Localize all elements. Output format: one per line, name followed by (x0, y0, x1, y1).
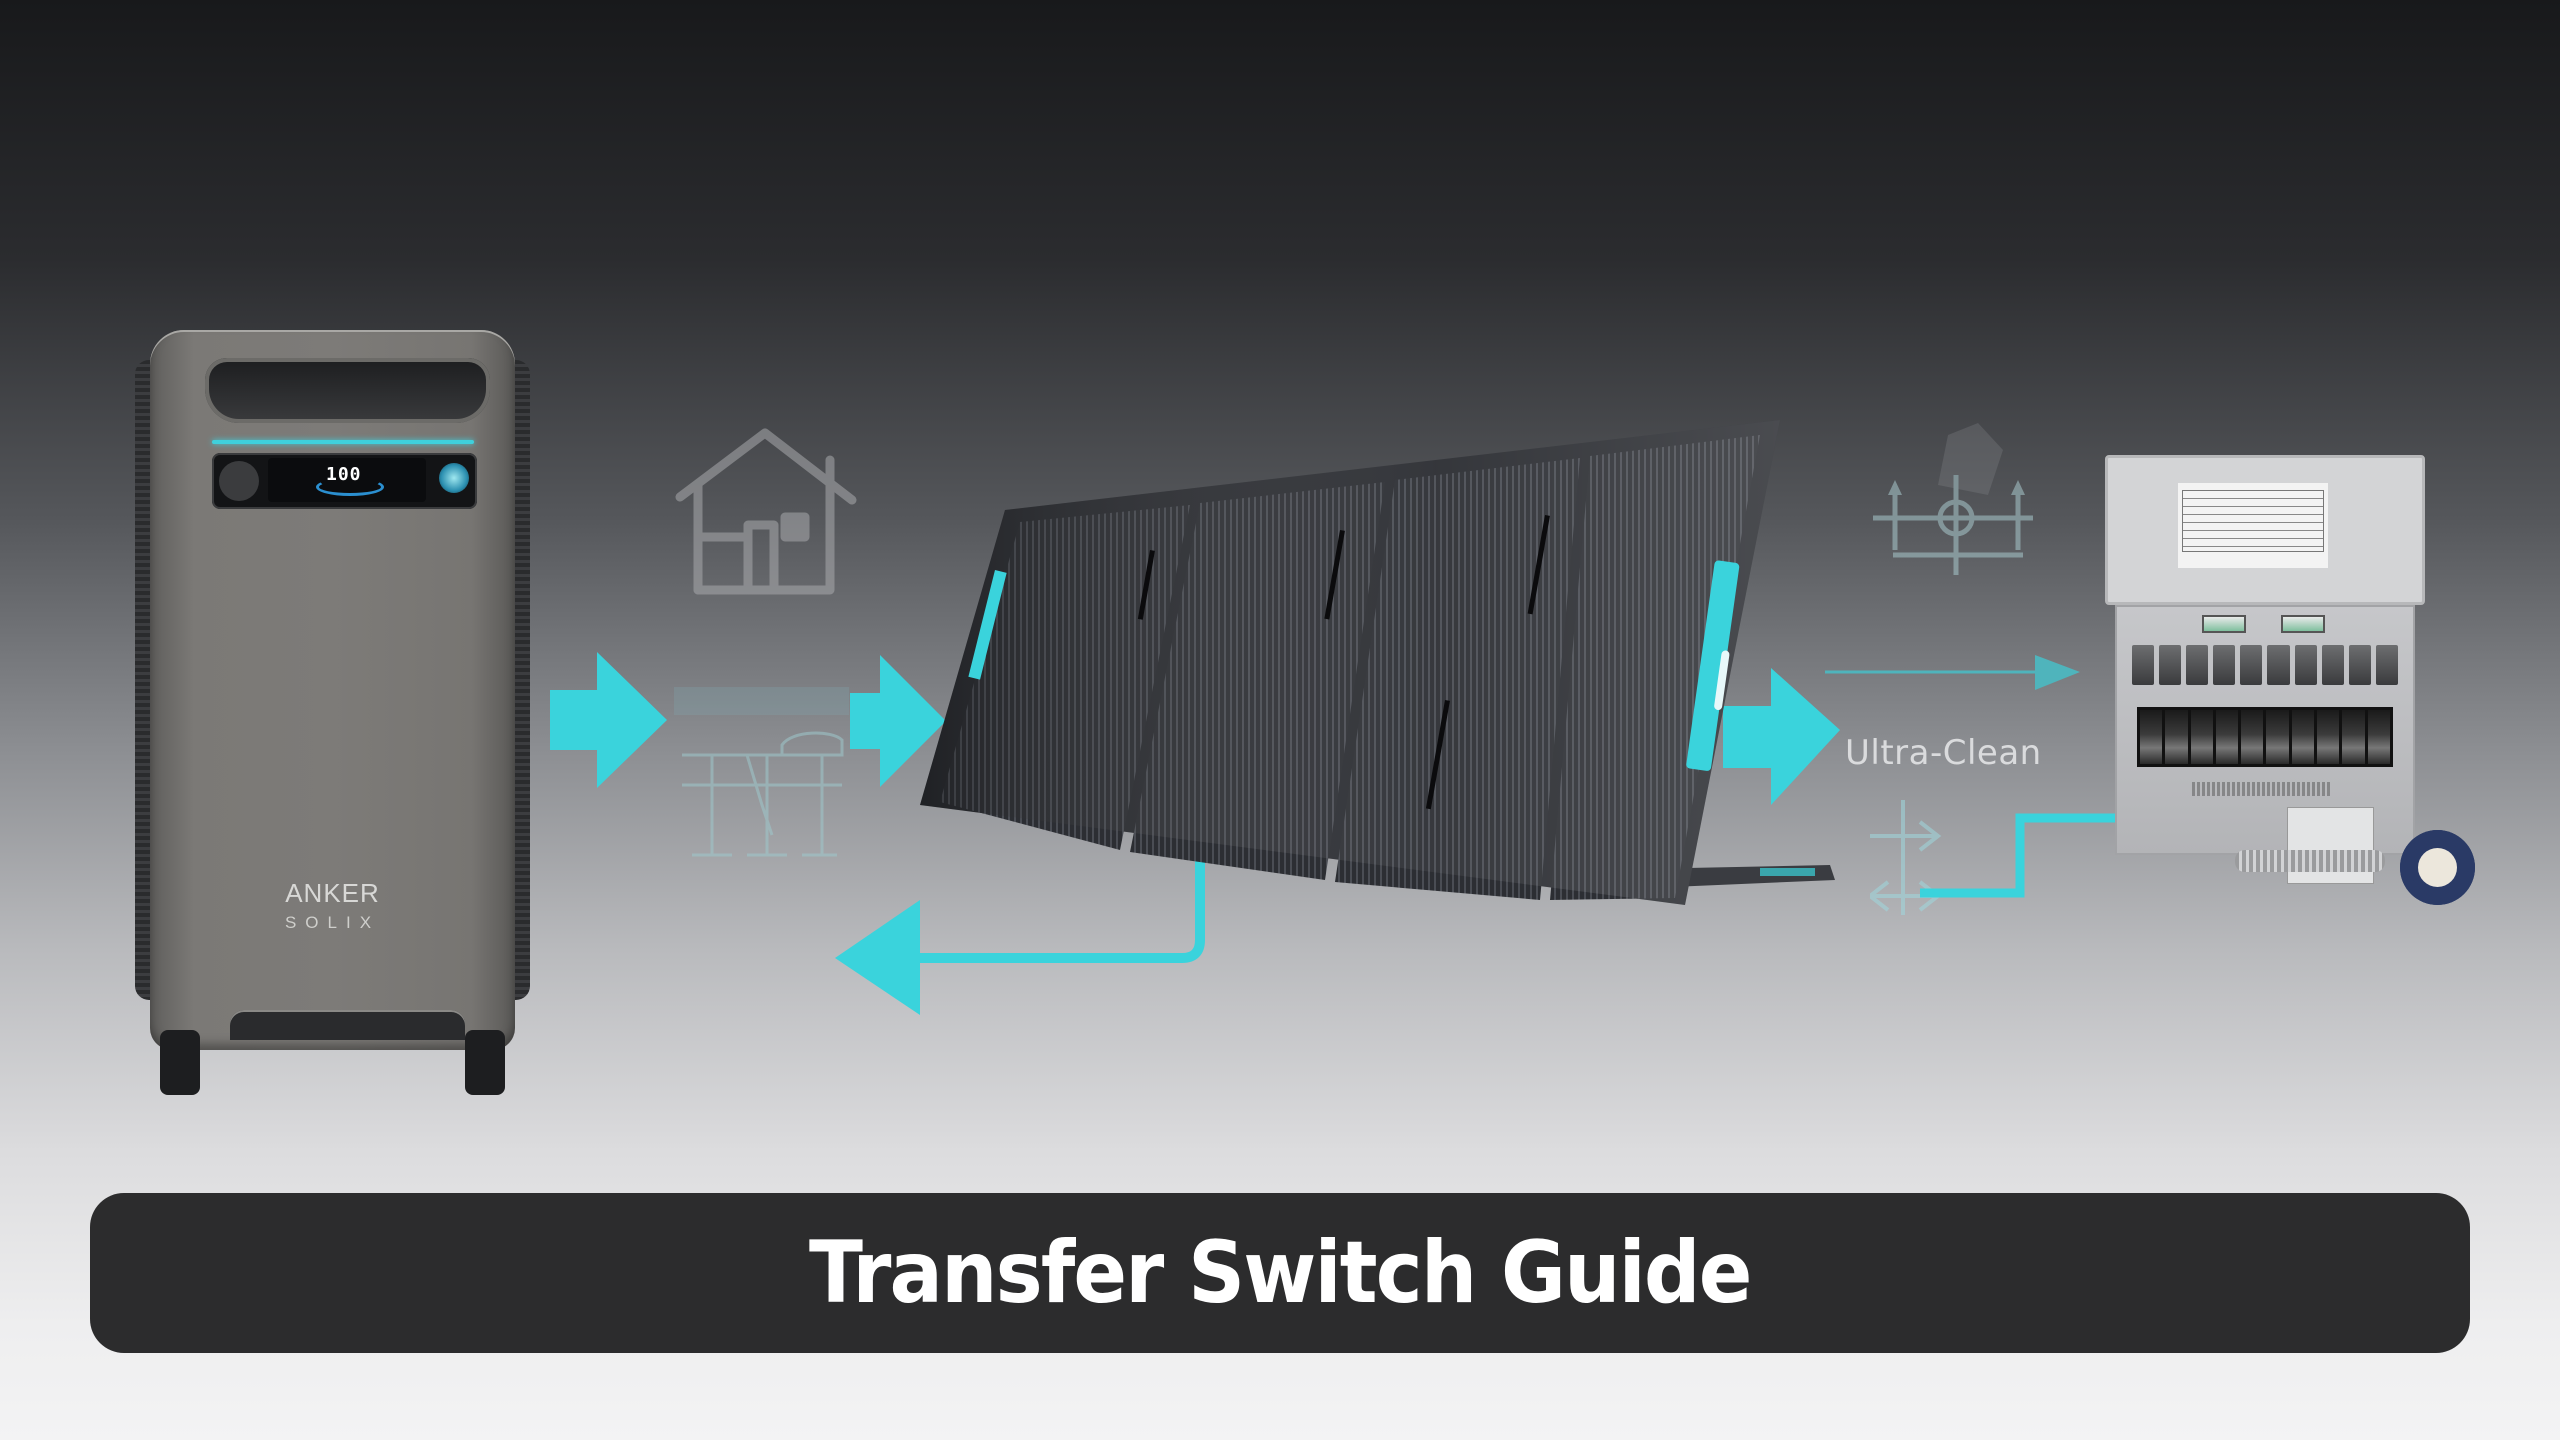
flex-conduit (2235, 850, 2385, 872)
transfer-switch-box (2115, 605, 2415, 884)
solar-panel-illustration (920, 420, 1835, 905)
circuit-node-icon (1873, 423, 2033, 575)
brand-logo: ANKER (285, 878, 380, 908)
wheel-left (160, 1030, 200, 1095)
led-strip (212, 440, 474, 444)
return-arrow (835, 837, 1205, 1015)
circuit-switches (2132, 645, 2398, 685)
wattmeter-icon (2202, 615, 2246, 633)
lcd-display: 100 (268, 458, 426, 502)
power-station-illustration: 100 ANKER SOLIX (135, 330, 530, 1100)
transfer-switch-illustration (2105, 455, 2475, 905)
transfer-switch-lid (2105, 455, 2425, 605)
warning-text (2192, 782, 2332, 796)
ultra-clean-label: Ultra-Clean (1845, 733, 2042, 773)
base-trim (230, 1010, 465, 1040)
inlet-door (2287, 807, 2374, 884)
power-inlet-plug-icon (2400, 830, 2475, 905)
arrow-right-3 (1723, 668, 1840, 805)
house-icon (675, 428, 857, 595)
display-value: 100 (326, 464, 362, 485)
breaker-row (2137, 707, 2393, 767)
wattmeter-icon (2281, 615, 2325, 633)
wiring-label (2178, 483, 2328, 568)
arrow-right-1 (550, 652, 667, 788)
blueprint-icon (674, 687, 849, 857)
sub-brand-logo: SOLIX (284, 913, 381, 932)
thin-arrow (1825, 655, 2080, 690)
arrow-right-2 (850, 655, 946, 787)
page-title: Transfer Switch Guide (809, 1223, 1752, 1323)
control-panel: 100 (212, 453, 477, 509)
carry-handle (205, 358, 490, 423)
title-banner: Transfer Switch Guide (90, 1193, 2470, 1353)
wheel-right (465, 1030, 505, 1095)
wattmeters (2202, 615, 2325, 633)
connector-line (1920, 813, 2115, 898)
charge-ring-icon (316, 478, 384, 496)
power-knob-icon (219, 461, 259, 501)
power-station-body: 100 ANKER SOLIX (150, 330, 515, 1050)
power-button-icon (439, 463, 469, 493)
